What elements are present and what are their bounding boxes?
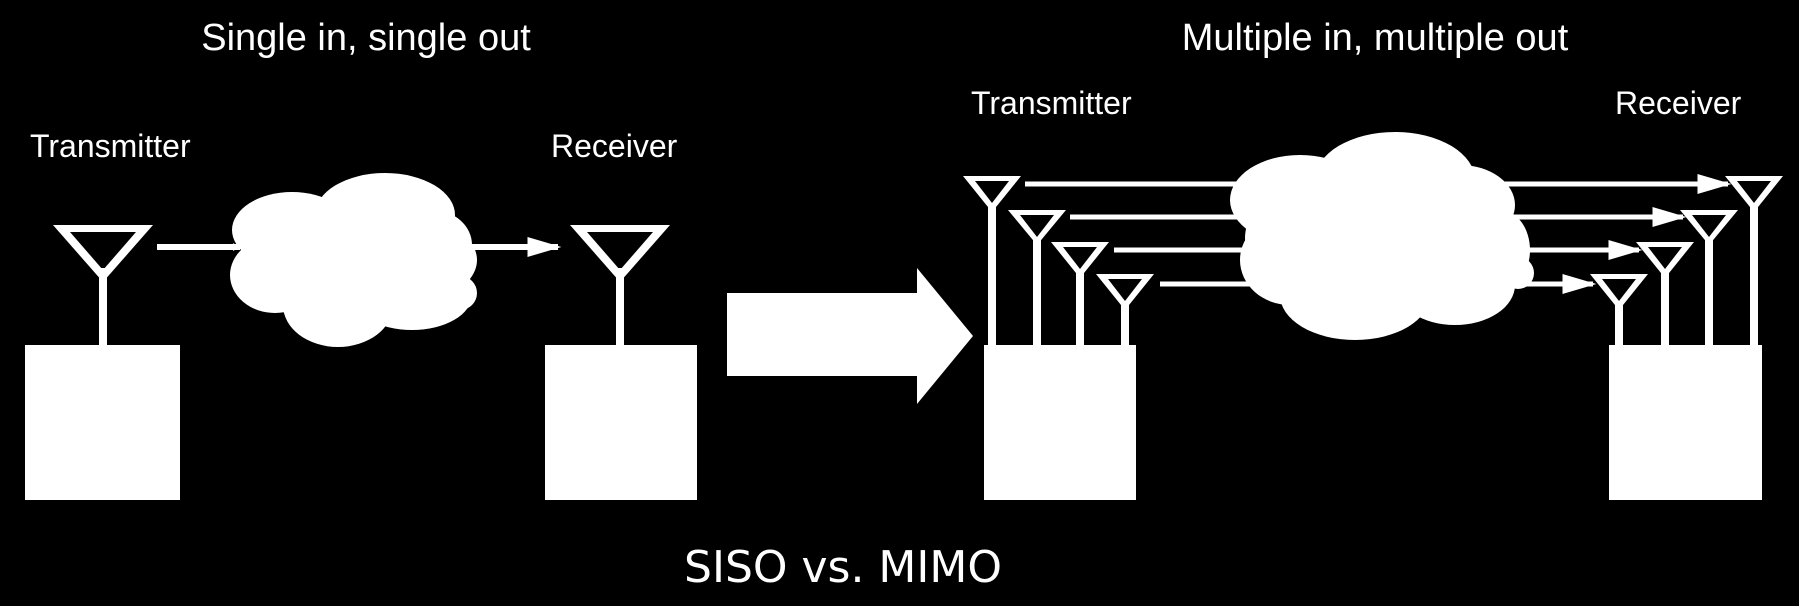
siso-heading: Single in, single out	[201, 17, 531, 59]
mimo-transmitter-antenna-icon	[963, 176, 1021, 350]
mimo-receiver-label: Receiver	[1615, 85, 1742, 121]
siso-receiver-label: Receiver	[551, 128, 678, 164]
siso-transmitter-label: Transmitter	[30, 128, 191, 164]
mimo-transmitter-label: Transmitter	[971, 85, 1132, 121]
mimo-channel-cloud-icon	[1230, 132, 1534, 340]
mimo-transmitter-antenna-icon	[1096, 274, 1154, 350]
mimo-receiver-antenna-icon	[1590, 274, 1648, 350]
mimo-transmitter-antenna-icon	[1008, 210, 1066, 350]
siso-transmitter-box	[25, 345, 180, 500]
siso-transmitter-antenna-icon	[53, 225, 153, 348]
siso-receiver-antenna-icon	[570, 225, 670, 348]
mimo-transmitter-antenna-icon	[1051, 242, 1109, 350]
mimo-transmitter-box	[984, 345, 1136, 500]
mimo-receiver-antenna-icon	[1636, 242, 1694, 350]
mimo-receiver-antenna-icon	[1725, 176, 1783, 350]
mimo-receiver-antenna-icon	[1680, 210, 1738, 350]
mimo-heading: Multiple in, multiple out	[1182, 17, 1569, 59]
mimo-receiver-box	[1609, 345, 1762, 500]
conversion-arrow-icon	[727, 268, 973, 404]
siso-receiver-box	[545, 345, 697, 500]
siso-channel-cloud-icon	[230, 173, 477, 347]
diagram-caption: SISO vs. MIMO	[684, 542, 1002, 593]
